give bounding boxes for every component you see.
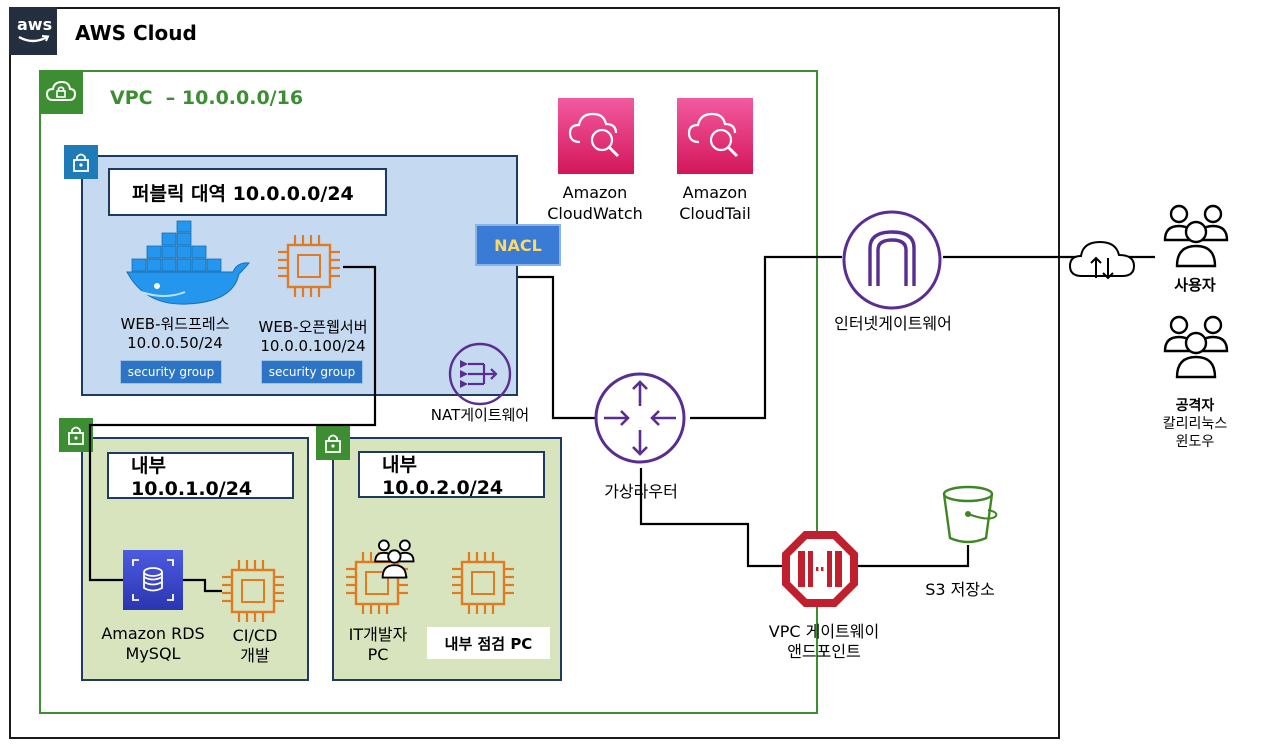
public-subnet-title: 퍼블릭 대역 10.0.0.0/24 bbox=[108, 168, 387, 216]
nat-gateway-label: NAT게이트웨어 bbox=[430, 406, 530, 424]
lock-icon bbox=[68, 426, 84, 445]
internal-subnet-2-badge bbox=[316, 426, 350, 460]
s3-bucket-icon bbox=[942, 485, 998, 544]
web-wordpress-ip: 10.0.0.50/24 bbox=[127, 334, 223, 352]
aws-logo: aws bbox=[9, 7, 57, 55]
cloudtail-icon bbox=[687, 112, 739, 158]
line-vpce-s3 bbox=[858, 545, 970, 568]
web-open-ip: 10.0.0.100/24 bbox=[260, 337, 366, 355]
line-webopen-cicd bbox=[88, 265, 377, 582]
attacker-icon bbox=[1163, 315, 1229, 379]
web-open-security-group[interactable]: security group bbox=[261, 360, 363, 384]
web-wordpress-name: WEB-워드프레스 bbox=[120, 315, 230, 333]
developer-users-icon bbox=[374, 539, 415, 579]
nat-gateway-icon bbox=[448, 342, 512, 406]
vpc-badge bbox=[39, 70, 83, 114]
lock-icon bbox=[73, 153, 89, 172]
rds-database-icon bbox=[132, 559, 174, 601]
internal-subnet-1-title: 내부 10.0.1.0/24 bbox=[107, 452, 294, 500]
rds-tile bbox=[123, 550, 183, 610]
cicd-chip-icon bbox=[222, 560, 284, 622]
attacker-line1: 공격자 bbox=[1175, 398, 1215, 414]
virtual-router-icon bbox=[594, 372, 686, 464]
internal-subnet-1-badge bbox=[59, 418, 93, 452]
public-subnet-badge bbox=[64, 145, 98, 179]
cloudtail-line2: CloudTail bbox=[679, 204, 751, 223]
web-open-name: WEB-오픈웹서버 bbox=[258, 318, 368, 336]
cloudwatch-line1: Amazon bbox=[562, 183, 628, 202]
aws-cloud-frame bbox=[9, 7, 1060, 739]
cloudwatch-tile bbox=[558, 98, 634, 174]
attacker-line3: 윈도우 bbox=[1175, 434, 1215, 450]
internal-subnet-2-title: 내부 10.0.2.0/24 bbox=[358, 451, 545, 499]
vpc-cloud-lock-icon bbox=[45, 80, 77, 101]
vpc-endpoint-line1: VPC 게이트웨이 bbox=[768, 622, 880, 641]
vpc-endpoint-line2: 앤드포인트 bbox=[787, 642, 861, 661]
ec2-chip-icon bbox=[278, 235, 340, 297]
rds-line1: Amazon RDS bbox=[101, 624, 205, 643]
cloudwatch-icon bbox=[568, 112, 620, 158]
internal-check-chip-icon bbox=[452, 552, 514, 614]
cloudtail-line1: Amazon bbox=[682, 183, 748, 202]
it-dev-line1: IT개발자 bbox=[348, 625, 408, 644]
vpc-frame bbox=[39, 70, 818, 714]
web-wordpress-security-group[interactable]: security group bbox=[120, 360, 222, 384]
line-rds-cicd bbox=[183, 578, 222, 593]
it-dev-line2: PC bbox=[367, 645, 389, 664]
cicd-line1: CI/CD bbox=[232, 626, 278, 645]
virtual-router-label: 가상라우터 bbox=[604, 482, 678, 501]
s3-label: S3 저장소 bbox=[925, 580, 995, 599]
vpc-title: VPC – 10.0.0.0/16 bbox=[110, 87, 304, 109]
lock-icon bbox=[325, 434, 341, 453]
line-nacl-router bbox=[518, 275, 595, 420]
rds-line2: MySQL bbox=[125, 644, 181, 663]
attacker-line2: 칼리리눅스 bbox=[1162, 416, 1228, 432]
vpc-endpoint-icon bbox=[782, 531, 858, 607]
cicd-line2: 개발 bbox=[240, 646, 270, 665]
nacl-label: NACL bbox=[494, 235, 542, 255]
users-label: 사용자 bbox=[1174, 276, 1216, 294]
internal-check-label: 내부 점검 PC bbox=[427, 627, 550, 659]
line-router-igw bbox=[690, 255, 842, 420]
aws-smile-icon bbox=[18, 35, 50, 43]
internet-gateway-icon bbox=[842, 210, 942, 310]
cloudwatch-line2: CloudWatch bbox=[547, 204, 643, 223]
aws-cloud-title: AWS Cloud bbox=[75, 21, 197, 45]
nacl-box[interactable]: NACL bbox=[475, 224, 561, 266]
internet-gateway-label: 인터넷게이트웨어 bbox=[834, 314, 952, 333]
users-icon bbox=[1163, 204, 1229, 268]
docker-whale-icon bbox=[126, 220, 251, 305]
cloudtail-tile bbox=[677, 98, 753, 174]
line-router-vpce bbox=[639, 468, 783, 568]
aws-logo-text: aws bbox=[17, 15, 53, 34]
internet-cloud-icon bbox=[1068, 240, 1136, 280]
